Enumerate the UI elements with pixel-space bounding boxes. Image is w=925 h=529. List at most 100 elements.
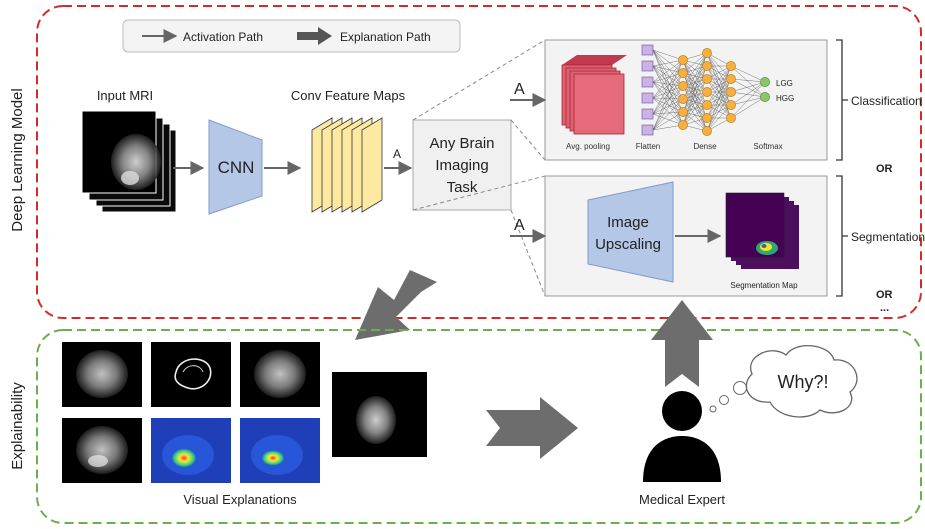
softmax-neuron [760, 92, 770, 102]
explain-section-label: Explainability [9, 382, 26, 470]
network-connection [730, 96, 766, 106]
feature-maps-stack [311, 117, 383, 213]
network-connection [730, 91, 766, 98]
segmentation-map-stack [725, 192, 799, 269]
classification-output-label: Classification [851, 94, 922, 108]
input-mri-stack [81, 110, 177, 213]
flatten-unit [641, 108, 654, 120]
network-connection [730, 81, 766, 93]
network-connection [652, 98, 684, 115]
network-connection [652, 85, 684, 115]
feedback-arrow-up-icon [651, 300, 713, 387]
network-connection [652, 59, 684, 83]
legend: Activation Path Explanation Path [122, 19, 461, 53]
network-connection [652, 85, 684, 99]
legend-explanation-path: Explanation Path [340, 30, 431, 44]
thought-text: Why?! [777, 372, 828, 392]
network-connection [652, 98, 684, 131]
dense-neuron [726, 74, 736, 84]
model-section-label: Deep Learning Model [9, 88, 26, 231]
dense-neuron [726, 113, 736, 123]
network-connection [730, 65, 766, 83]
network-connection [652, 59, 684, 115]
network-connection [652, 111, 684, 115]
cnn-label: CNN [218, 158, 255, 177]
dense-neuron [702, 113, 712, 123]
task-line-2: Imaging [435, 157, 488, 174]
network-connection [682, 52, 708, 87]
dense-neuron [726, 87, 736, 97]
task-line-3: Task [447, 179, 478, 196]
network-connection [652, 59, 684, 99]
network-connection [652, 81, 684, 100]
explain-section-border [36, 329, 922, 524]
network-connection [730, 81, 766, 106]
task-box [412, 119, 512, 211]
flatten-unit [641, 124, 654, 136]
dense-neuron [678, 81, 688, 91]
activation-symbol-segmentation: A [514, 217, 525, 234]
or-label-1: OR [876, 163, 893, 175]
ellipsis-label: ... [880, 302, 889, 314]
classification-bracket [836, 39, 848, 161]
network-connection [652, 49, 684, 61]
network-connection [652, 72, 684, 131]
segmentation-output-label: Segmentation [851, 230, 925, 244]
network-connection [652, 59, 684, 67]
projection-lines [412, 39, 546, 297]
network-connection [706, 104, 732, 132]
explanation-arrow-down-icon [355, 270, 437, 340]
flatten-unit [641, 60, 654, 72]
network-connection [706, 65, 732, 106]
flatten-unit [641, 44, 654, 56]
segmentation-map-label: Segmentation Map [730, 281, 798, 290]
dense-neuron [726, 61, 736, 71]
flatten-unit [641, 76, 654, 88]
explanation-thumb-2 [151, 342, 231, 407]
model-section-border [36, 5, 922, 319]
medical-expert-label: Medical Expert [639, 492, 725, 507]
dense-neuron [678, 107, 688, 117]
network-connection [682, 52, 708, 113]
network-connection [682, 78, 708, 126]
network-connection [706, 65, 732, 93]
network-connection [682, 104, 708, 126]
network-connection [652, 111, 684, 131]
network-connection [652, 124, 684, 131]
network-connection [706, 65, 732, 119]
thought-cloud-icon [709, 344, 858, 418]
network-connection [652, 81, 684, 113]
network-connection [652, 113, 684, 126]
explanation-arrow-right-icon [486, 397, 578, 459]
upscaling-line-2: Upscaling [595, 236, 661, 253]
upscaling-block [587, 181, 674, 283]
network-connection [652, 97, 684, 113]
flatten-label: Flatten [636, 142, 660, 151]
network-connection [706, 78, 732, 132]
class-label-hgg: HGG [776, 94, 794, 103]
network-connection [652, 72, 684, 99]
flatten-column [641, 44, 654, 136]
activation-symbol-classification: A [514, 81, 525, 98]
avg-pooling-label: Avg. pooling [566, 142, 610, 151]
network-connection [652, 97, 684, 100]
dense-neuron [702, 74, 712, 84]
upscaling-line-1: Image [607, 214, 649, 231]
network-connection [652, 81, 684, 126]
network-connection [706, 91, 732, 132]
legend-box [122, 19, 461, 53]
network-connection [730, 81, 766, 119]
network-connection [652, 59, 684, 131]
task-line-1: Any Brain [429, 135, 494, 152]
dense-neuron [726, 100, 736, 110]
legend-activation-path: Activation Path [183, 30, 263, 44]
flatten-unit [641, 92, 654, 104]
network-connection [682, 52, 708, 74]
visual-explanations-label: Visual Explanations [183, 492, 297, 507]
dense-neuron [702, 61, 712, 71]
network-connection [652, 72, 684, 115]
network-connection [730, 78, 766, 98]
softmax-label: Softmax [753, 142, 782, 151]
segmentation-bracket [836, 175, 848, 297]
